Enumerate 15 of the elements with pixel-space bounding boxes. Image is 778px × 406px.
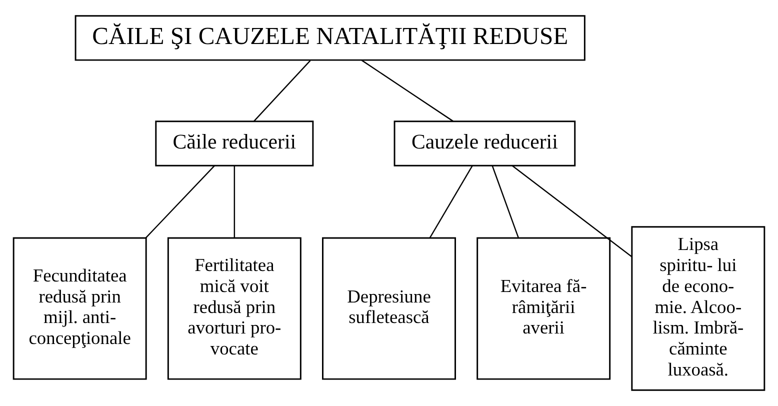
connector [512,165,632,258]
node-box: Lipsa spiritu- lui de econo- mie. Alcoo- lism. Imbră- căminte luxoasă. [631,226,766,391]
connector [429,165,473,238]
connector [234,166,236,238]
node-box: Fertilitatea mică voit redusă prin avorturi pro- vocate [167,237,302,380]
node-box: Cauzele reducerii [394,120,576,166]
connector [492,165,519,238]
connector [361,60,454,122]
node-box: Evitarea fă- râmiţării averii [476,237,611,380]
node-box: Fecunditatea redusă prin mijl. anti- concepţionale [12,237,147,380]
node-box: Depresiune sufletească [322,237,456,380]
node-box: CĂILE ŞI CAUZELE NATALITĂŢII REDUSE [74,15,586,61]
connector [145,165,215,238]
connector [253,60,311,122]
node-box: Căile reducerii [155,120,314,166]
